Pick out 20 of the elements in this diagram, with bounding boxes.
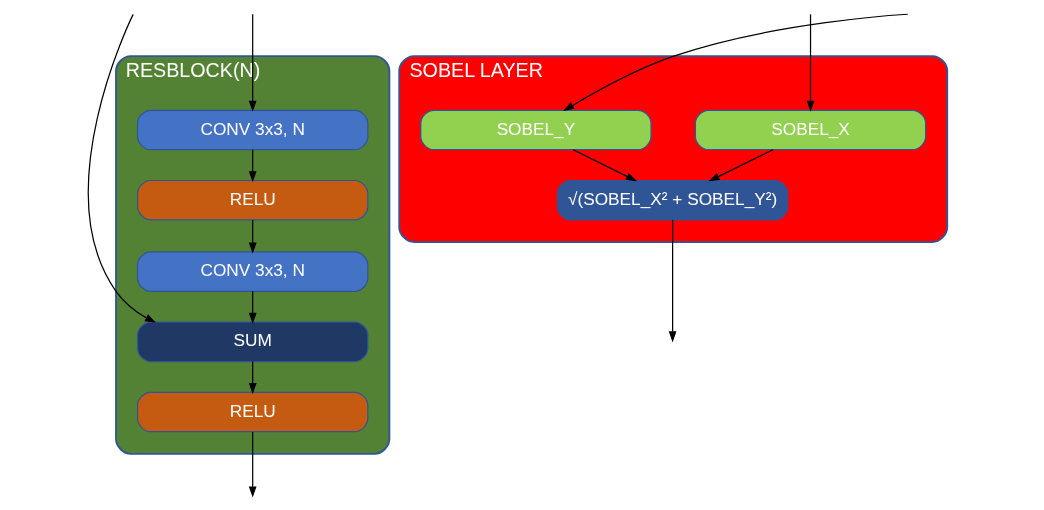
arrow [87,13,156,323]
arrow [708,149,773,182]
node-box: SUM [136,321,368,363]
arrow [248,219,257,254]
arrow [248,360,257,395]
node-box: CONV 3x3, N [136,109,368,151]
node-box: SOBEL_X [694,109,926,151]
node-box: RELU [136,179,368,221]
arrow [806,13,814,112]
arrow [248,290,257,324]
node-box: √(SOBEL_X² + SOBEL_Y²) [556,179,788,221]
arrow [248,431,257,498]
arrow [248,13,257,112]
arrow [572,149,637,182]
node-box: CONV 3x3, N [136,251,368,292]
arrow [668,219,676,343]
node-box: RELU [136,391,368,433]
node-box: SOBEL_Y [419,109,652,151]
arrow [248,149,257,183]
arrow [562,13,908,112]
